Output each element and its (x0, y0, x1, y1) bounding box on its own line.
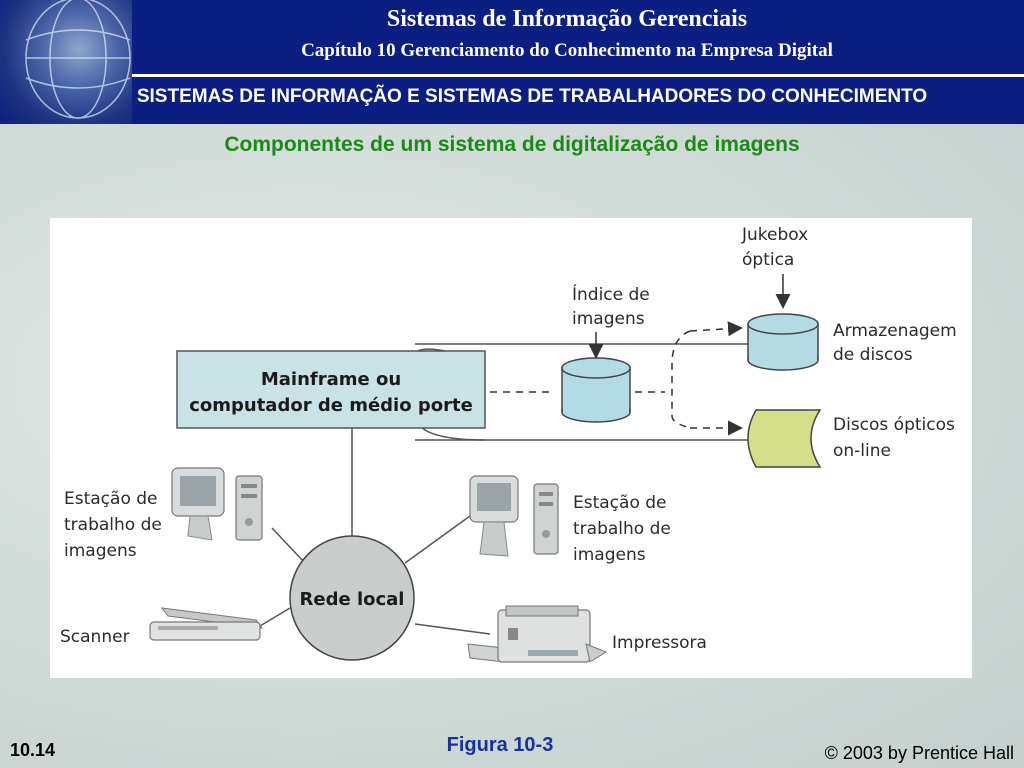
mainframe-box (176, 350, 486, 429)
printer-label: Impressora (612, 633, 707, 653)
slide-subtitle: Componentes de um sistema de digitalizaç… (224, 133, 800, 156)
storage-label-line2: de discos (833, 345, 913, 365)
lan-circle (289, 535, 415, 661)
optical-label-line1: Discos ópticos (833, 415, 955, 435)
workstation-left-icon (171, 467, 263, 541)
figure-label: Figura 10-3 (446, 734, 554, 756)
optical-disk-shape (747, 409, 822, 468)
ws-left-label-line3: imagens (64, 541, 137, 561)
jukebox-label-line2: óptica (742, 250, 794, 270)
ws-right-label-line2: trabalho de (573, 519, 671, 539)
slide-header: Sistemas de Informação Gerenciais Capítu… (0, 0, 1024, 124)
ws-left-label-line2: trabalho de (64, 515, 162, 535)
scanner-label: Scanner (60, 627, 130, 647)
globe-logo (0, 0, 132, 124)
globe-icon (25, 0, 131, 119)
index-label-line2: imagens (572, 309, 645, 329)
chapter-title: Capítulo 10 Gerenciamento do Conheciment… (301, 40, 833, 61)
printer-line (414, 623, 491, 635)
scanner-icon (149, 607, 264, 641)
ws-right-label-line3: imagens (573, 545, 646, 565)
dashed-links (490, 321, 743, 436)
copyright: © 2003 by Prentice Hall (824, 743, 1014, 763)
section-title: SISTEMAS DE INFORMAÇÃO E SISTEMAS DE TRA… (136, 86, 928, 107)
header-divider (132, 74, 1024, 77)
course-title: Sistemas de Informação Gerenciais (386, 6, 748, 32)
optical-label-line2: on-line (833, 441, 891, 461)
diagram-panel: Mainframe ou computador de médio porte Í… (50, 218, 972, 678)
jukebox-label-line1: Jukebox (741, 225, 808, 245)
scanner-line (259, 607, 291, 627)
lan-label: Rede local (300, 589, 405, 610)
storage-label-line1: Armazenagem (833, 321, 957, 341)
image-index-cylinder (561, 357, 631, 423)
index-label-line1: Índice de (572, 283, 650, 305)
ws-right-label-line1: Estação de (573, 493, 667, 513)
slide-number: 10.14 (10, 740, 56, 760)
imaging-system-diagram: Mainframe ou computador de médio porte Í… (60, 225, 957, 663)
disk-storage-cylinder (747, 313, 819, 371)
ws-left-label-line1: Estação de (64, 489, 158, 509)
ws-left-line (271, 527, 306, 564)
ws-right-line (404, 515, 471, 564)
workstation-right-icon (469, 475, 559, 557)
printer-icon (467, 605, 608, 663)
mainframe-label-line2: computador de médio porte (189, 395, 473, 416)
mainframe-label-line1: Mainframe ou (261, 369, 401, 390)
